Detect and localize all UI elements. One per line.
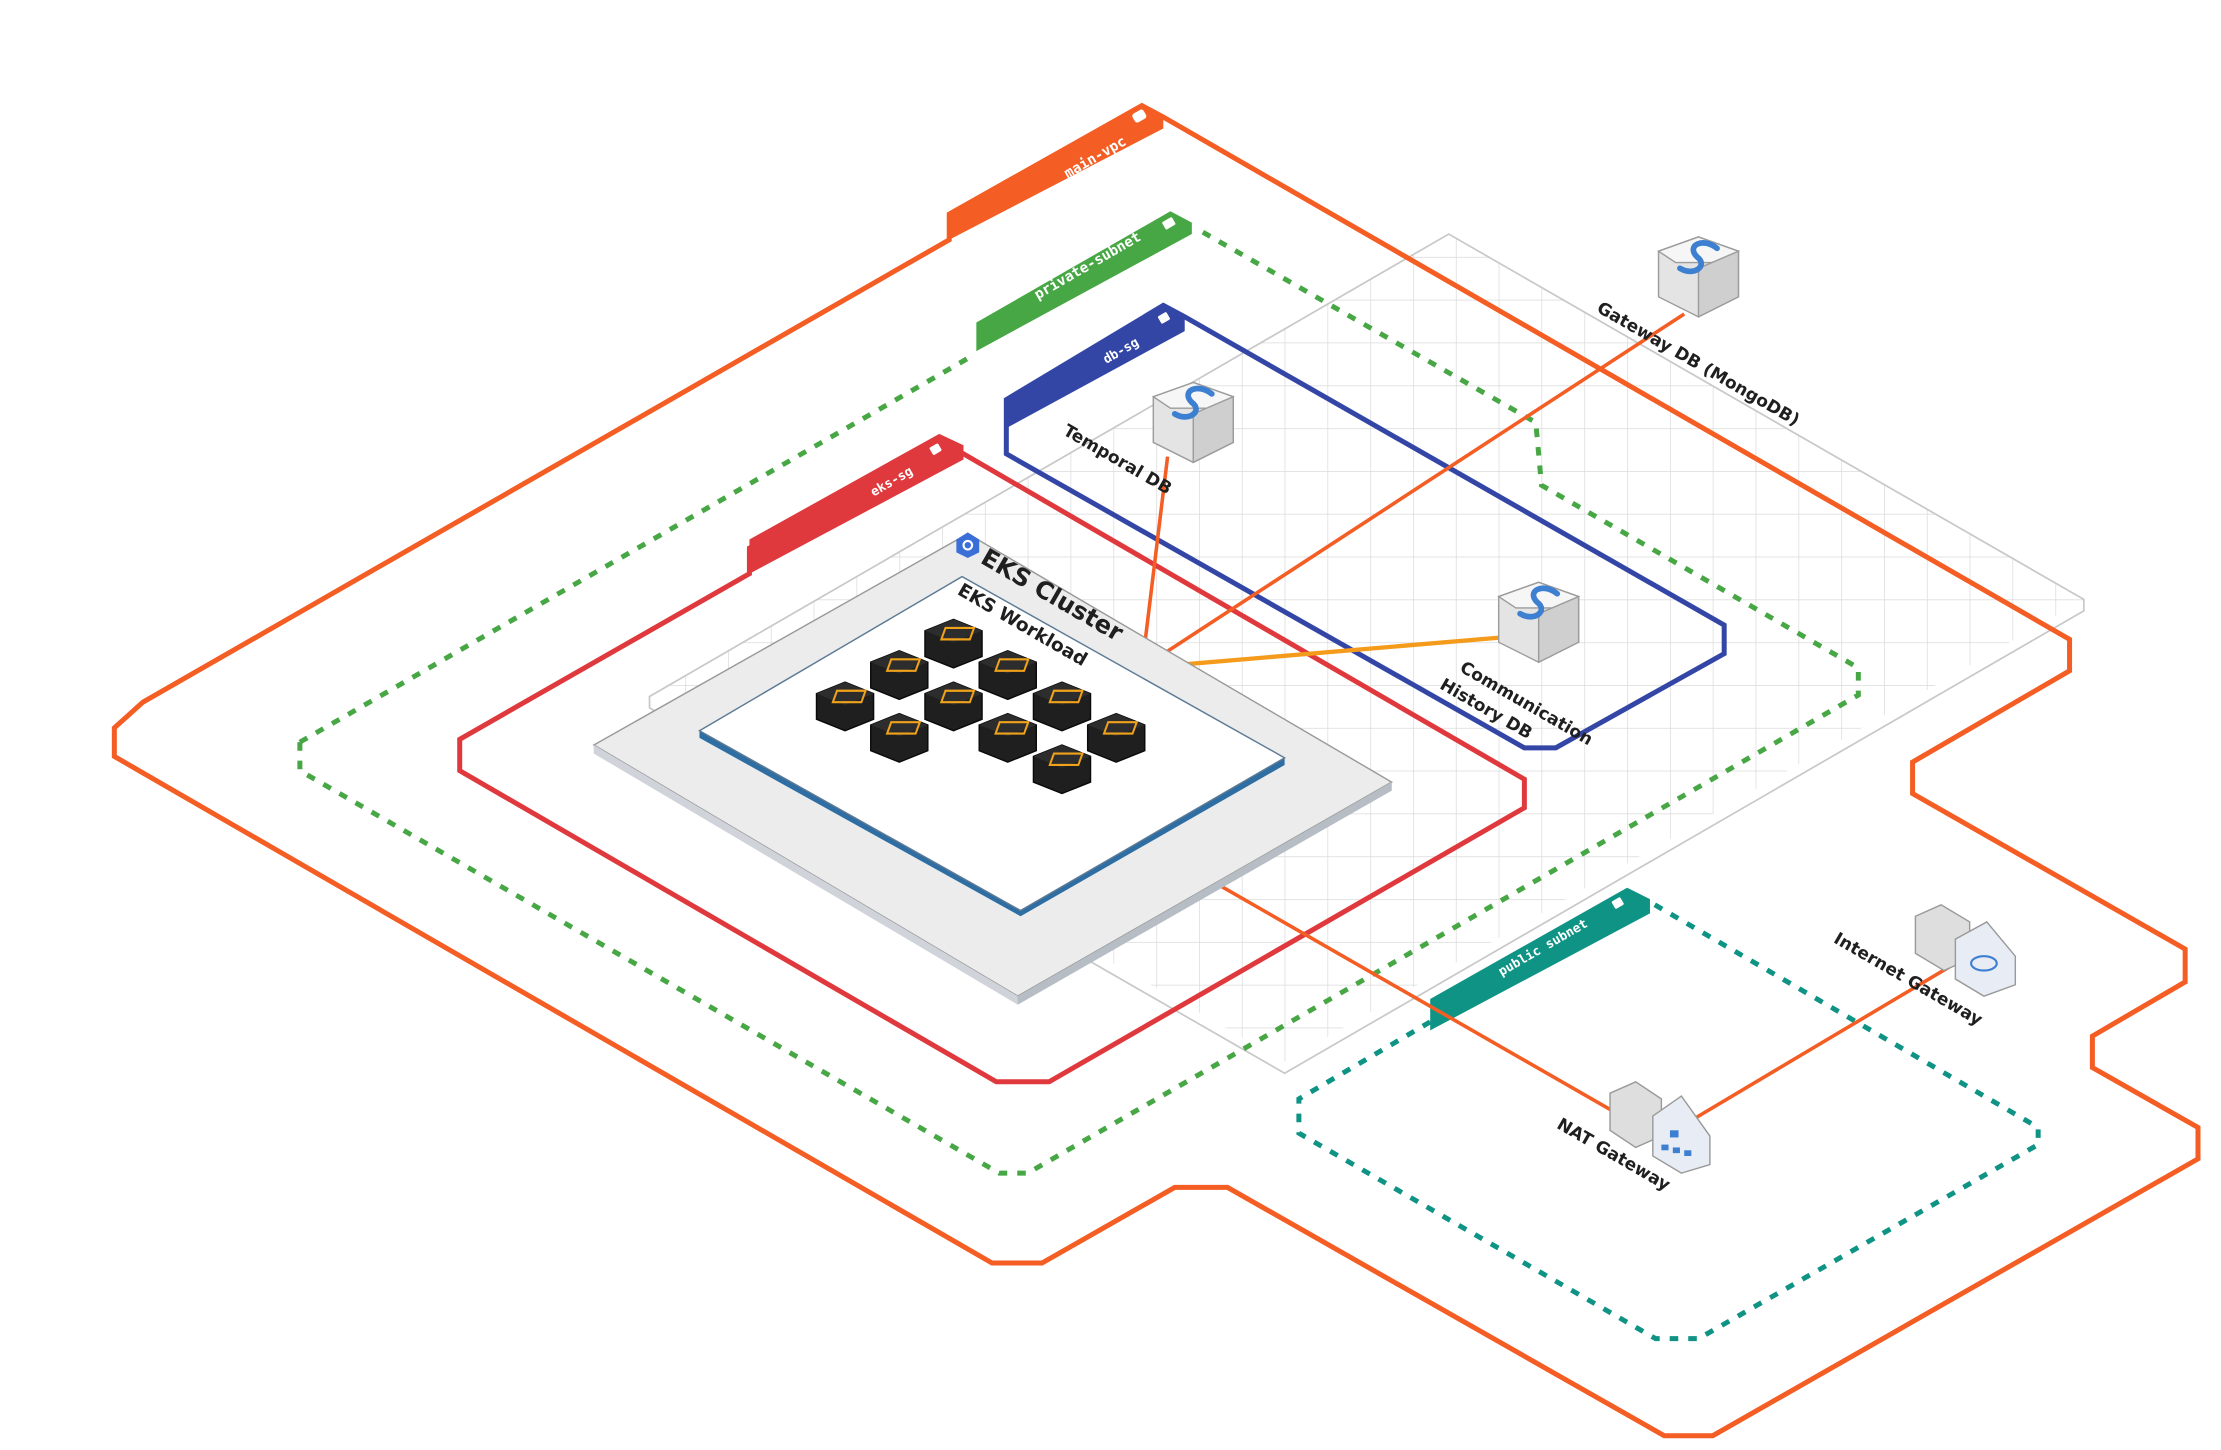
- network-icon: [1661, 1130, 1692, 1157]
- chip-icon: [923, 618, 984, 669]
- chip-icon: [923, 681, 984, 732]
- chip-icon: [978, 712, 1038, 764]
- internet-gateway-node: Internet Gateway: [1830, 904, 2017, 1030]
- edge-workload-temporal: [1140, 456, 1170, 669]
- edge-workload-gateway-db: [1140, 312, 1686, 670]
- vpc-group: main-vpc: [111, 102, 2201, 1439]
- cloud-icon: [1132, 109, 1147, 123]
- chip-icon: [1032, 681, 1092, 732]
- chip-icon: [869, 649, 929, 701]
- lock-icon: [1611, 897, 1624, 909]
- chip-icon: [978, 649, 1038, 701]
- edge-workload-comm-db: [1141, 634, 1514, 671]
- cloud-icon: [1970, 955, 1998, 972]
- lock-icon: [929, 443, 942, 455]
- lock-icon: [1162, 217, 1176, 230]
- lock-icon: [1157, 312, 1170, 324]
- chip-icon: [815, 681, 875, 732]
- chip-icon: [869, 712, 929, 764]
- db-sg-group: db-sg: [1003, 302, 1727, 751]
- database-icon: [1659, 237, 1739, 317]
- edges: [1140, 312, 1957, 1130]
- nat-gateway-node: NAT Gateway: [1553, 1080, 1711, 1195]
- edge-workload-nat: [1148, 843, 1643, 1130]
- kubernetes-icon: [956, 532, 980, 559]
- chip-icon: [1086, 712, 1146, 764]
- edge-nat-internet: [1683, 961, 1957, 1127]
- chip-icon: [1032, 743, 1092, 795]
